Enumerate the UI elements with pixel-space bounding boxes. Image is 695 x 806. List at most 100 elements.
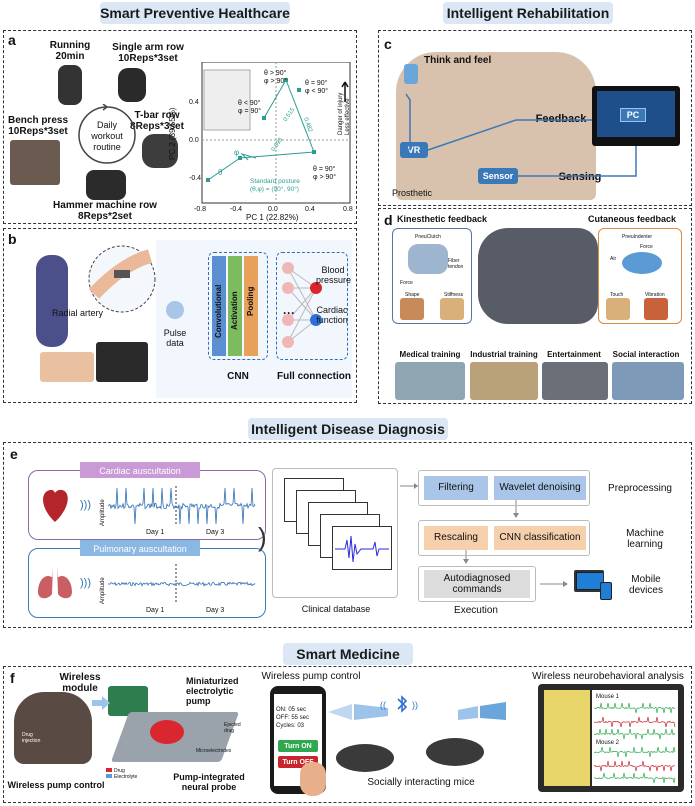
touch-label: Touch <box>610 292 624 298</box>
mobile-phone <box>600 582 612 600</box>
section-title-rehab: Intelligent Rehabilitation <box>443 2 613 24</box>
panel-f-label: f <box>10 670 15 686</box>
pulmonary-waveform <box>108 564 256 604</box>
panel-c-label: c <box>384 36 392 52</box>
wireless-module-board <box>108 686 148 716</box>
rescaling-label: Rescaling <box>434 532 478 543</box>
pc-label: PC <box>626 110 640 120</box>
kin-box <box>392 228 472 324</box>
pump-reservoir <box>150 720 184 744</box>
act-layer <box>228 256 242 356</box>
hand-photo <box>40 352 94 382</box>
wireless-module-label: Wireless module <box>59 672 101 694</box>
app-social-photo <box>612 362 684 400</box>
turn-on-button[interactable] <box>278 740 318 752</box>
feedback-label: Feedback <box>535 113 587 125</box>
pulmonary-wave-symbol: ))) <box>80 577 91 589</box>
mouse2-label: Mouse 2 <box>596 740 620 746</box>
glove-photo <box>478 228 598 324</box>
runner-figure <box>36 255 68 347</box>
xtick-3: 0.4 <box>305 206 315 213</box>
sensor-tag <box>478 168 518 184</box>
mouse-head-photo <box>14 692 92 764</box>
drug-injection-label: Drug injection <box>22 732 41 744</box>
cnn-classification-label: CNN classification <box>499 532 581 543</box>
wrist-zoom <box>88 245 156 313</box>
t-bar-row-photo <box>142 134 178 168</box>
bench-press-photo <box>10 140 60 185</box>
phone-timing-text: ON: 05 sec OFF: 55 sec Cycles: 03 <box>276 707 310 729</box>
air-label: Air <box>610 256 617 262</box>
cardiac-day1: Day 1 <box>146 529 165 536</box>
diagnosis-arrows <box>400 483 568 587</box>
execution-frame <box>418 566 536 602</box>
panel-d <box>378 208 692 404</box>
autodiagnosed-box <box>424 570 530 598</box>
microelectrodes-label: Microelectrodes <box>196 748 232 754</box>
electrolyte-legend-swatch <box>106 774 112 778</box>
mobile-screen <box>577 573 603 589</box>
xtick-2: 0.0 <box>268 206 278 213</box>
touch-photo <box>606 298 630 320</box>
panel-a-label: a <box>8 32 16 48</box>
preprocessing-frame <box>418 470 590 506</box>
fc-dots: ··· <box>283 306 295 320</box>
pc-tag <box>620 108 646 122</box>
section-title-medicine: Smart Medicine <box>283 643 413 665</box>
app-entertainment-label: Entertainment <box>547 350 601 359</box>
vibration-photo <box>644 298 668 320</box>
prosthetic-label: Prosthetic <box>392 188 433 198</box>
ml-frame <box>418 520 590 556</box>
radial-artery-label: Radial artery <box>52 308 104 318</box>
sensor-chip-photo <box>96 342 148 382</box>
theta-label: θ <box>218 168 223 177</box>
force-label-kin: Force <box>400 280 413 286</box>
filtering-box <box>424 476 488 500</box>
ytick-2: -0.4 <box>189 175 202 182</box>
drug-legend-label: Drug <box>114 768 125 774</box>
vr-label: VR <box>407 145 421 155</box>
mouse-left <box>336 744 394 772</box>
activation-label: Activation <box>230 291 239 330</box>
autodiagnosed-label: Autodiagnosed commands <box>443 573 511 595</box>
panel-c <box>378 30 692 206</box>
quadrant-tr-label: θ > 90° φ > 90° <box>264 70 288 85</box>
wireless-pump-control-top: Wireless pump control <box>261 671 361 682</box>
running-label: Running 20min <box>49 40 91 62</box>
daily-routine-label: Daily workout routine <box>91 120 123 152</box>
app-industrial-label: Industrial training <box>470 350 538 359</box>
fc-network <box>282 262 322 348</box>
pneuclutch-device <box>408 244 448 274</box>
xtick-1: -0.4 <box>230 206 243 213</box>
danger-label: Danger of injury Less effective <box>338 92 351 135</box>
section-title-diagnosis: Intelligent Disease Diagnosis <box>248 418 448 440</box>
wavelet-label: Wavelet denoising <box>499 482 581 493</box>
cardiac-wave-symbol: ))) <box>80 499 91 511</box>
turn-off-label: Turn OFF <box>282 759 314 766</box>
pooling-label: Pooling <box>246 286 255 316</box>
module-arrow <box>92 696 110 710</box>
section-title-preventive: Smart Preventive Healthcare <box>100 2 290 24</box>
clinical-database-label: Clinical database <box>301 604 371 614</box>
conv-label: Convolutional <box>214 284 223 338</box>
single-arm-row-label: Single arm row 10Reps*3set <box>112 42 184 64</box>
pc2-axis-label: PC 2 (39.55%) <box>168 107 177 160</box>
cardiac-auscultation-label: Cardiac auscultation <box>99 466 181 476</box>
kinesthetic-label: Kinesthetic feedback <box>397 214 488 224</box>
execution-label: Execution <box>454 605 498 616</box>
cardiac-day3: Day 3 <box>206 529 225 536</box>
drug-legend-swatch <box>106 768 112 772</box>
app-industrial-photo <box>470 362 538 400</box>
mouse-right <box>426 738 484 766</box>
panel-e-label: e <box>10 446 18 462</box>
app-medical-photo <box>395 362 465 400</box>
full-connection-label: Full connection <box>277 371 351 382</box>
electrolyte-legend-label: Electrolyte <box>114 774 138 780</box>
blood-pressure-label: Blood pressure <box>316 265 352 285</box>
single-arm-row-photo <box>118 68 146 102</box>
mini-pump-label: Miniaturized electrolytic pump <box>186 676 239 706</box>
bluetooth-icon[interactable] <box>395 694 409 714</box>
sensing-label: Sensing <box>558 171 602 183</box>
filtering-label: Filtering <box>438 482 474 493</box>
shape-photo <box>400 298 424 320</box>
